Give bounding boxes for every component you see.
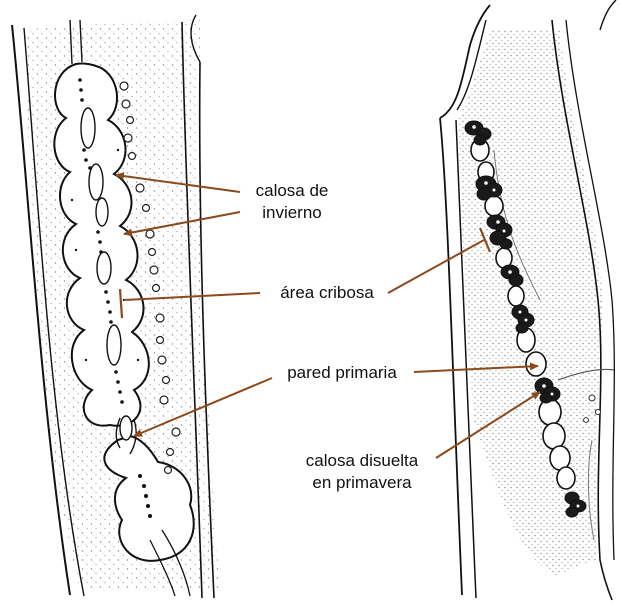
left-sieve-tube	[12, 15, 220, 598]
label-dissolved-callose-line1: calosa disuelta	[290, 450, 434, 472]
label-winter-callose-line1: calosa de	[240, 180, 344, 202]
label-dissolved-callose-line2: en primavera	[290, 472, 434, 494]
label-sieve-area: área cribosa	[268, 282, 386, 304]
label-winter-callose-line2: invierno	[240, 202, 344, 224]
right-sieve-tube	[440, 0, 616, 600]
label-dissolved-callose: calosa disuelta en primavera	[290, 450, 434, 494]
label-winter-callose: calosa de invierno	[240, 180, 344, 224]
label-primary-wall: pared primaria	[274, 362, 410, 384]
